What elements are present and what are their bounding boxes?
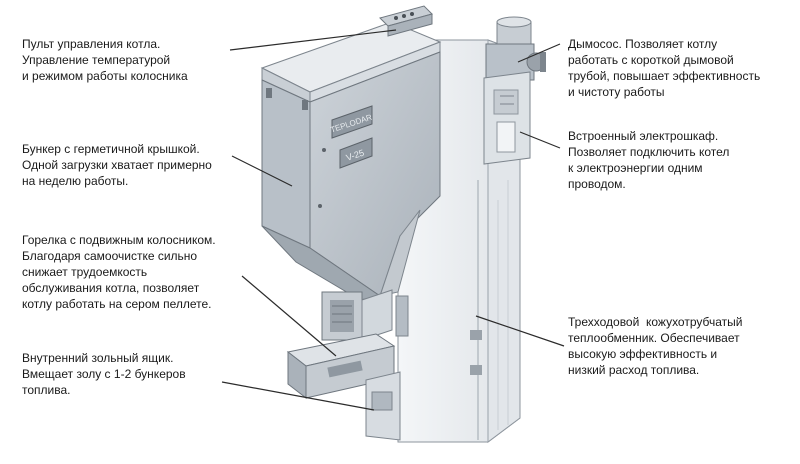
lower-compartment — [366, 372, 400, 440]
label-heat-exchanger-line3: высокую эффективность и — [568, 346, 742, 362]
label-control-panel: Пульт управления котла. Управление темпе… — [22, 36, 188, 84]
label-ash-box-line3: топлива. — [22, 382, 186, 398]
label-heat-exchanger: Трехходовой кожухотрубчатый теплообменни… — [568, 314, 742, 378]
label-burner-line3: снижает трудоемкость — [22, 264, 216, 280]
label-burner-line5: котлу работать на сером пеллете. — [22, 296, 216, 312]
label-hopper-line1: Бункер с герметичной крышкой. — [22, 141, 212, 157]
label-ash-box-line1: Внутренний зольный ящик. — [22, 350, 186, 366]
label-control-panel-line2: Управление температурой — [22, 52, 188, 68]
label-heat-exchanger-line2: теплообменник. Обеспечивает — [568, 330, 742, 346]
label-electric-cabinet-line2: Позволяет подключить котел — [568, 144, 729, 160]
label-electric-cabinet-line3: к электроэнергии одним — [568, 160, 729, 176]
label-heat-exchanger-line1: Трехходовой кожухотрубчатый — [568, 314, 742, 330]
label-ash-box-line2: Вмещает золу с 1-2 бункеров — [22, 366, 186, 382]
label-control-panel-line3: и режимом работы колосника — [22, 68, 188, 84]
label-fan-line3: трубой, повышает эффективность — [568, 68, 760, 84]
label-heat-exchanger-line4: низкий расход топлива. — [568, 362, 742, 378]
label-ash-box: Внутренний зольный ящик. Вмещает золу с … — [22, 350, 186, 398]
label-burner-line4: обслуживания котла, позволяет — [22, 280, 216, 296]
label-electric-cabinet-line1: Встроенный электрошкаф. — [568, 128, 729, 144]
label-fan: Дымосос. Позволяет котлу работать с коро… — [568, 36, 760, 100]
label-burner-line1: Горелка с подвижным колосником. — [22, 232, 216, 248]
label-hopper-line2: Одной загрузки хватает примерно — [22, 157, 212, 173]
label-fan-line4: и чистоту работы — [568, 84, 760, 100]
label-hopper: Бункер с герметичной крышкой. Одной загр… — [22, 141, 212, 189]
label-fan-line1: Дымосос. Позволяет котлу — [568, 36, 760, 52]
label-burner-line2: Благодаря самоочистке сильно — [22, 248, 216, 264]
electric-cabinet — [484, 72, 530, 164]
label-fan-line2: работать с короткой дымовой — [568, 52, 760, 68]
label-control-panel-line1: Пульт управления котла. — [22, 36, 188, 52]
label-electric-cabinet: Встроенный электрошкаф. Позволяет подклю… — [568, 128, 729, 192]
label-hopper-line3: на неделю работы. — [22, 173, 212, 189]
label-electric-cabinet-line4: проводом. — [568, 176, 729, 192]
label-burner: Горелка с подвижным колосником. Благодар… — [22, 232, 216, 312]
smoke-fan — [486, 17, 546, 80]
